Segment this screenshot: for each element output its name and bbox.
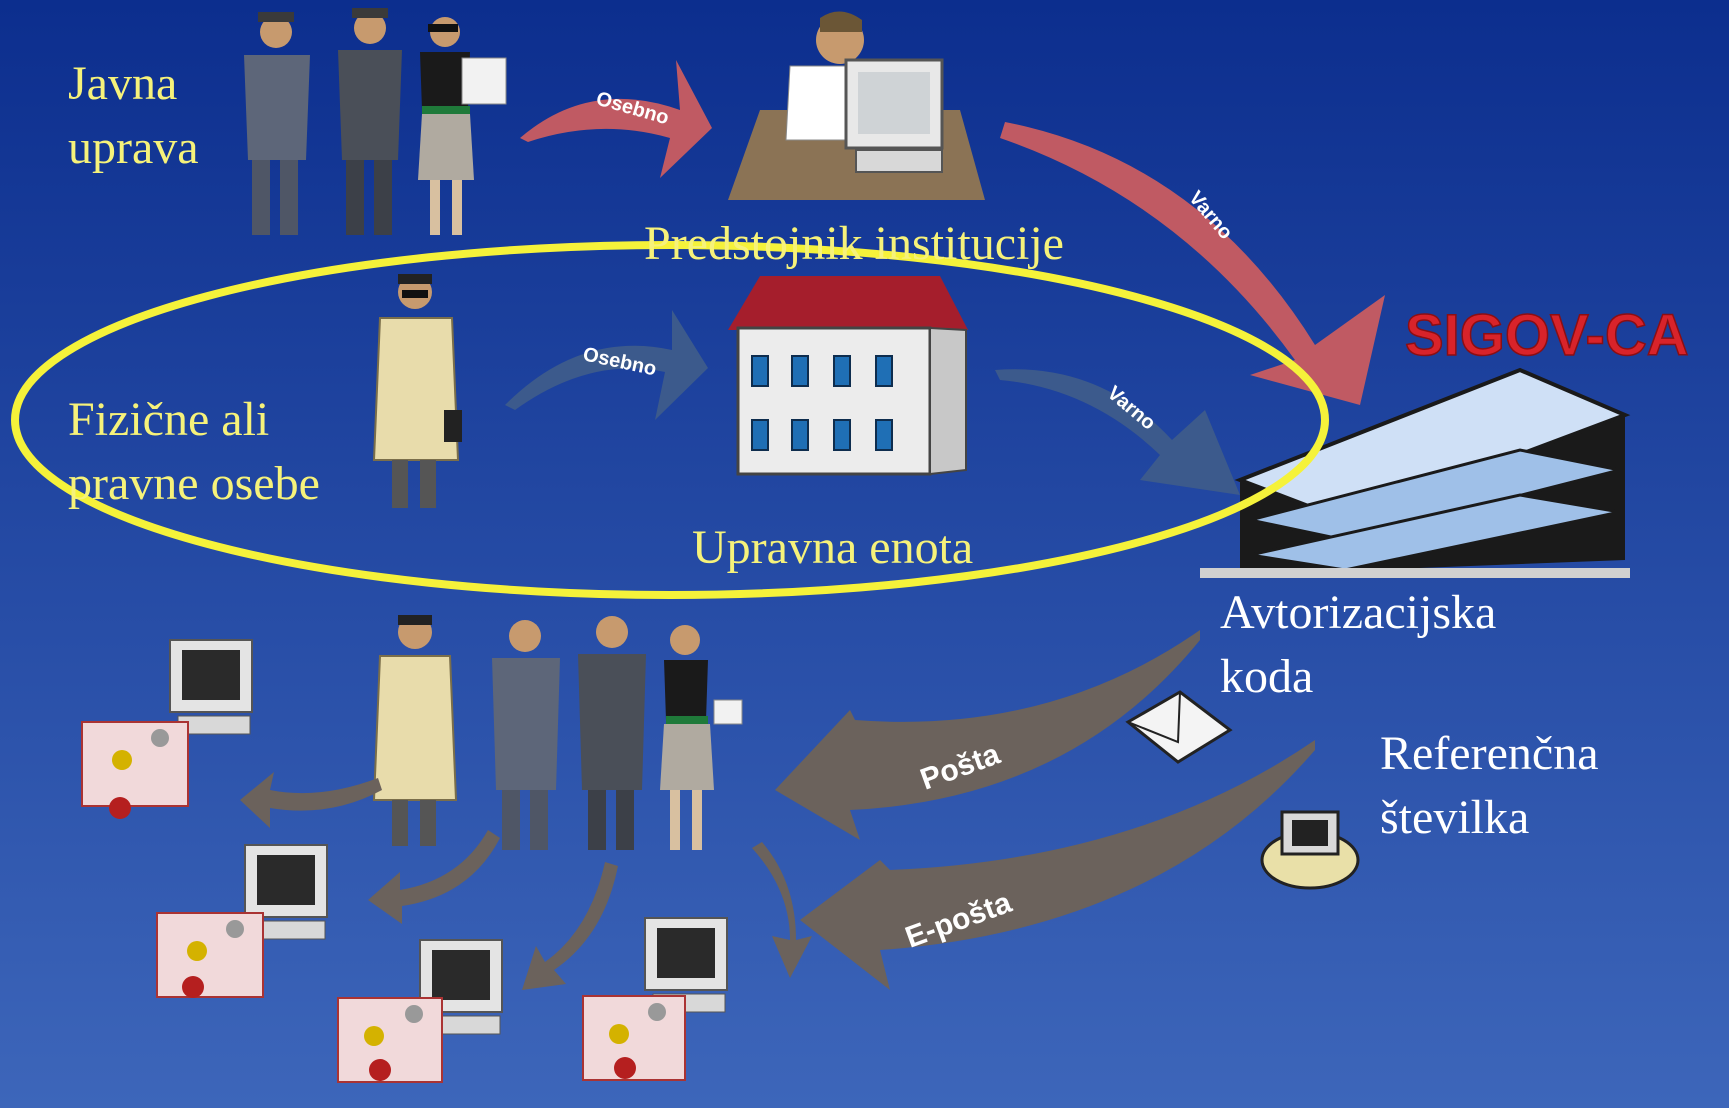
label-avtorizacijska-koda: Avtorizacijska koda (1220, 586, 1497, 703)
distribution-arrows (240, 772, 812, 990)
label-upravna-enota: Upravna enota (692, 521, 974, 574)
computer-with-certificate-icon (81, 639, 728, 1083)
officials-group-icon (244, 8, 507, 235)
label-predstojnik-institucije: Predstojnik institucije (644, 217, 1064, 270)
label-javna-uprava: Javna uprava (68, 57, 199, 174)
office-building-icon (728, 276, 968, 476)
envelope-icon (1125, 690, 1233, 764)
director-at-computer-icon (728, 11, 985, 200)
ca-headquarters-icon (1200, 367, 1631, 578)
highlight-ellipse (11, 241, 1329, 599)
label-fizicne-pravne-osebe: Fizične ali pravne osebe (68, 393, 320, 510)
person-in-trenchcoat-icon (372, 274, 462, 508)
label-referencna-stevilka: Referenčna številka (1380, 727, 1599, 844)
sigov-ca-logo: SIGOV-CA (1405, 303, 1689, 368)
phone-icon (1260, 810, 1360, 890)
people-group-bottom-icon (372, 615, 743, 850)
